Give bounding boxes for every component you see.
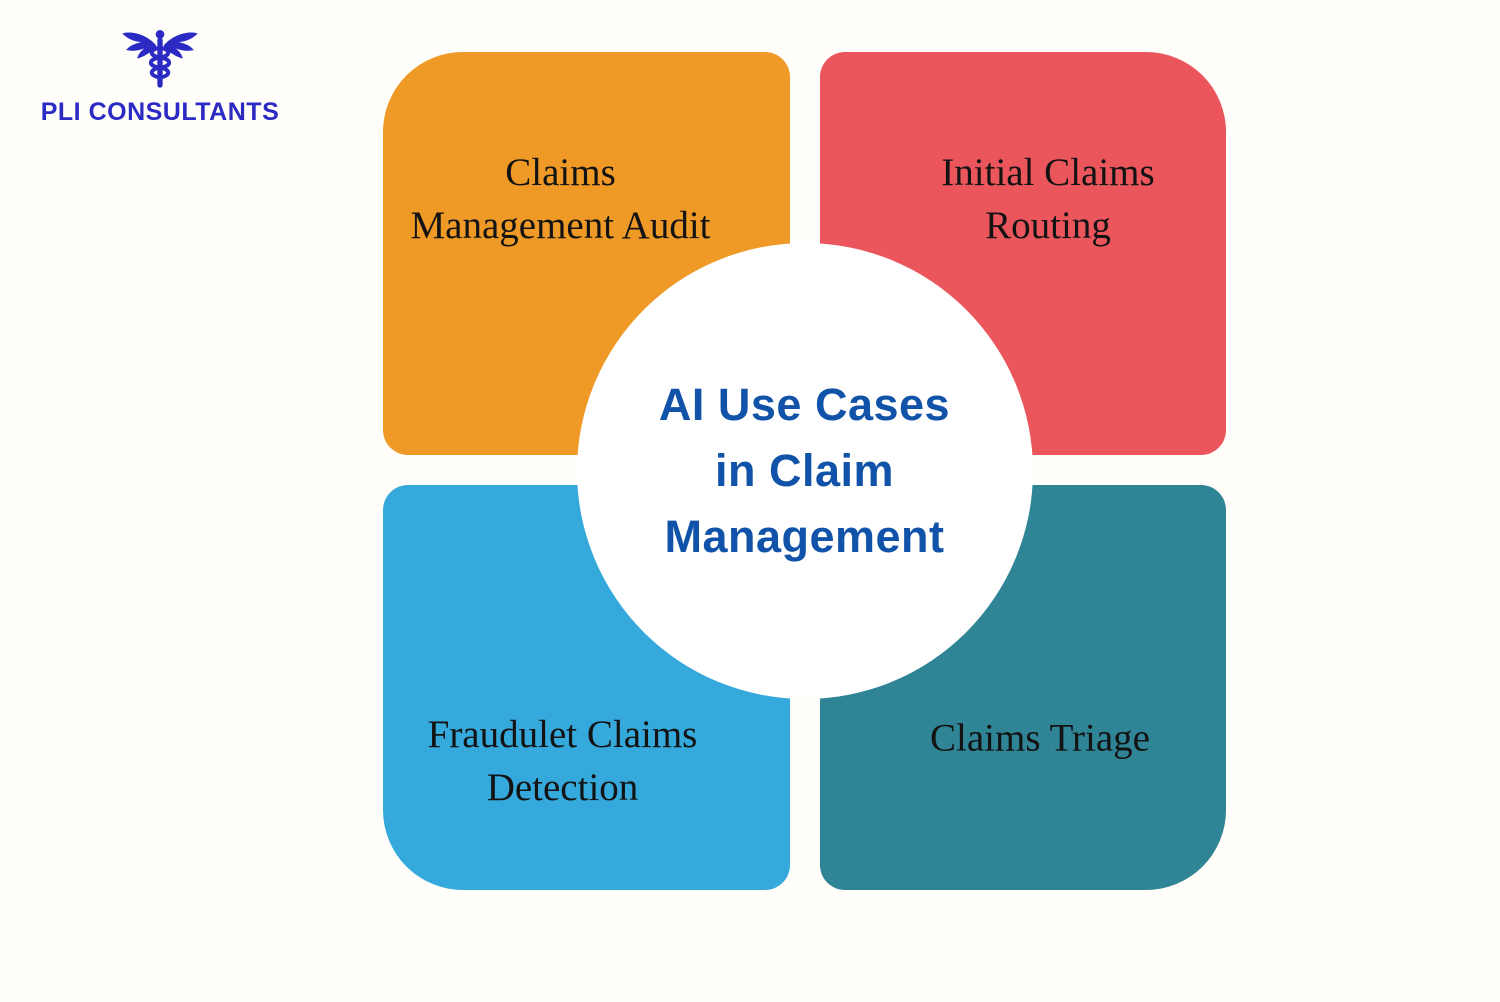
quadrant-label: Initial Claims Routing (845, 146, 1251, 252)
quadrant-label: Claims Management Audit (357, 146, 764, 252)
quadrant-label: Claims Triage (837, 711, 1243, 764)
caduceus-icon (122, 29, 198, 88)
quadrant-label-line: Routing (985, 203, 1111, 247)
diagram-title-line: in Claim (714, 445, 895, 496)
ai-use-cases-diagram: Claims Management Audit Initial Claims R… (383, 52, 1226, 890)
quadrant-label: Fraudulet Claims Detection (359, 708, 766, 814)
logo: PLI CONSULTANTS (40, 28, 280, 127)
diagram-title-line: Management (664, 511, 945, 562)
quadrant-label-line: Management Audit (410, 203, 711, 247)
quadrant-label-line: Claims Triage (930, 716, 1150, 759)
quadrant-label-line: Fraudulet Claims (427, 712, 698, 756)
quadrant-label-line: Initial Claims (941, 150, 1155, 194)
quadrant-label-line: Claims (505, 150, 616, 194)
diagram-title-line: AI Use Cases (658, 379, 951, 430)
center-circle: AI Use Cases in Claim Management (576, 243, 1033, 699)
quadrant-label-line: Detection (486, 765, 639, 809)
logo-text: PLI CONSULTANTS (40, 98, 280, 126)
